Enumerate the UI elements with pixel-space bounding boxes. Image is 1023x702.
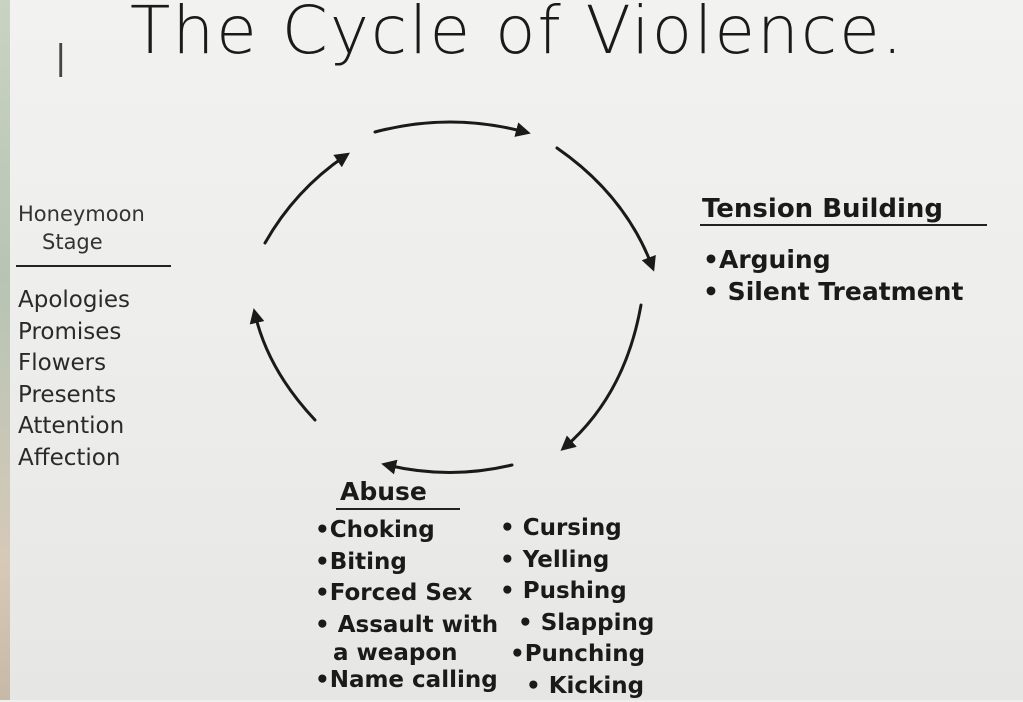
honeymoon-underline bbox=[16, 265, 171, 267]
list-item: • Assault with bbox=[315, 610, 498, 642]
list-item: • Silent Treatment bbox=[703, 276, 963, 308]
honeymoon-heading: Honeymoon bbox=[18, 198, 145, 230]
arrow-top-right bbox=[557, 148, 652, 266]
list-item: • Yelling bbox=[500, 545, 654, 577]
list-item: •Arguing bbox=[703, 244, 963, 276]
list-item: •Punching bbox=[500, 639, 654, 671]
list-item: •Choking bbox=[315, 515, 498, 547]
honeymoon-heading-line2: Stage bbox=[42, 230, 103, 254]
abuse-underline bbox=[336, 508, 460, 510]
list-item: Presents bbox=[18, 380, 130, 412]
abuse-heading: Abuse bbox=[340, 477, 427, 506]
list-item: • Kicking bbox=[500, 671, 654, 702]
abuse-list-right: • Cursing • Yelling • Pushing • Slapping… bbox=[500, 513, 654, 702]
arrow-bottom-left bbox=[255, 314, 315, 420]
list-item: Affection bbox=[18, 443, 130, 475]
list-item: Flowers bbox=[18, 348, 130, 380]
list-item: • Slapping bbox=[500, 608, 654, 640]
honeymoon-list: Apologies Promises Flowers Presents Atte… bbox=[18, 285, 130, 474]
arrow-top bbox=[375, 122, 525, 132]
arrow-top-left bbox=[265, 156, 345, 243]
list-item: • Pushing bbox=[500, 576, 654, 608]
tension-heading: Tension Building bbox=[702, 194, 943, 224]
list-item: • Cursing bbox=[500, 513, 654, 545]
list-item: •Biting bbox=[315, 547, 498, 579]
tension-list: •Arguing • Silent Treatment bbox=[703, 244, 963, 308]
list-item: a weapon bbox=[315, 641, 498, 665]
abuse-list-left: •Choking •Biting •Forced Sex • Assault w… bbox=[315, 515, 498, 697]
arrow-bottom-right bbox=[565, 305, 641, 447]
list-item: Apologies bbox=[18, 285, 130, 317]
list-item: •Forced Sex bbox=[315, 578, 498, 610]
list-item: Promises bbox=[18, 317, 130, 349]
list-item: Attention bbox=[18, 411, 130, 443]
tension-underline bbox=[700, 224, 987, 226]
list-item: •Name calling bbox=[315, 665, 498, 697]
arrow-bottom bbox=[387, 465, 512, 473]
